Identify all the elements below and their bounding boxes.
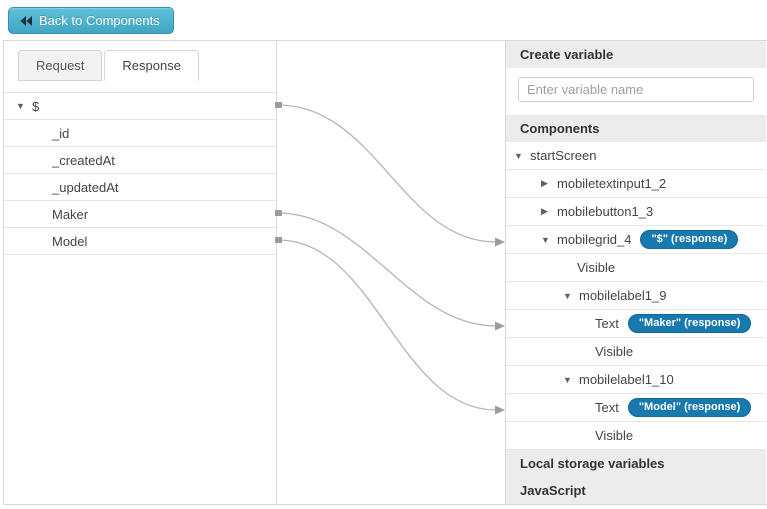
request-response-tabs: Request Response bbox=[4, 41, 276, 92]
tree-node-updatedat[interactable]: _updatedAt bbox=[4, 174, 276, 201]
tree-node-label: Text bbox=[595, 400, 619, 415]
tree-node-label: Visible bbox=[595, 428, 634, 443]
tree-node-label: Visible bbox=[577, 260, 616, 275]
tree-node-visible[interactable]: Visible bbox=[506, 254, 766, 282]
tree-node-label: Visible bbox=[595, 344, 634, 359]
tree-node-label: mobilelabel1_9 bbox=[579, 288, 667, 303]
tree-node-createdat[interactable]: _createdAt bbox=[4, 147, 276, 174]
tree-node-id[interactable]: _id bbox=[4, 120, 276, 147]
tree-node-label: _id bbox=[52, 125, 70, 141]
tree-node-label: _createdAt bbox=[52, 152, 115, 168]
back-button-label: Back to Components bbox=[39, 13, 160, 28]
tree-node-mobilelabel1-9[interactable]: ▼ mobilelabel1_9 bbox=[506, 282, 766, 310]
components-tree: ▼ startScreen ▶ mobiletextinput1_2 ▶ mob… bbox=[506, 142, 766, 450]
response-tree: ▼ $ _id _createdAt _updatedAt Maker Mode… bbox=[4, 92, 276, 255]
mapping-badge[interactable]: "Model" (response) bbox=[627, 398, 752, 417]
tree-node-label: Text bbox=[595, 316, 619, 331]
tree-node-maker[interactable]: Maker bbox=[4, 201, 276, 228]
tree-node-mobilegrid-4[interactable]: ▼ mobilegrid_4 "$" (response) bbox=[506, 226, 766, 254]
create-variable-header: Create variable bbox=[506, 41, 766, 68]
caret-right-icon[interactable]: ▶ bbox=[541, 206, 548, 216]
variable-name-input[interactable] bbox=[518, 77, 754, 102]
tree-node-root[interactable]: ▼ $ bbox=[4, 93, 276, 120]
mapping-container: Request Response ▼ $ _id _createdAt _upd… bbox=[3, 40, 767, 505]
tree-node-label: $ bbox=[32, 98, 40, 114]
caret-down-icon[interactable]: ▼ bbox=[541, 234, 550, 245]
caret-down-icon[interactable]: ▼ bbox=[16, 101, 25, 111]
mapping-canvas bbox=[277, 41, 506, 504]
tree-node-label: mobilebutton1_3 bbox=[557, 204, 654, 219]
tree-node-label: Maker bbox=[52, 206, 89, 222]
service-panel: Request Response ▼ $ _id _createdAt _upd… bbox=[4, 41, 277, 504]
tree-node-startscreen[interactable]: ▼ startScreen bbox=[506, 142, 766, 170]
tab-request[interactable]: Request bbox=[18, 50, 103, 81]
components-header: Components bbox=[506, 115, 766, 142]
caret-down-icon[interactable]: ▼ bbox=[514, 150, 523, 161]
tree-node-model[interactable]: Model bbox=[4, 228, 276, 255]
tree-node-label: _updatedAt bbox=[52, 179, 119, 195]
create-variable-area bbox=[506, 68, 766, 115]
javascript-header[interactable]: JavaScript bbox=[506, 477, 766, 504]
tree-node-label: startScreen bbox=[530, 148, 597, 163]
tree-node-visible[interactable]: Visible bbox=[506, 338, 766, 366]
tree-node-label: mobilegrid_4 bbox=[557, 232, 632, 247]
mapping-badge[interactable]: "Maker" (response) bbox=[627, 314, 752, 333]
tree-node-label: mobilelabel1_10 bbox=[579, 372, 674, 387]
tree-node-mobiletextinput1-2[interactable]: ▶ mobiletextinput1_2 bbox=[506, 170, 766, 198]
mapping-badge[interactable]: "$" (response) bbox=[640, 230, 739, 249]
target-panel: Create variable Components ▼ startScreen… bbox=[505, 41, 766, 504]
tree-node-text[interactable]: Text "Maker" (response) bbox=[506, 310, 766, 338]
caret-down-icon[interactable]: ▼ bbox=[563, 374, 572, 385]
tree-node-text[interactable]: Text "Model" (response) bbox=[506, 394, 766, 422]
back-to-components-button[interactable]: Back to Components bbox=[8, 7, 174, 34]
caret-right-icon[interactable]: ▶ bbox=[541, 178, 548, 188]
tree-node-label: mobiletextinput1_2 bbox=[557, 176, 667, 191]
caret-down-icon[interactable]: ▼ bbox=[563, 290, 572, 301]
accordion-sections: Local storage variables JavaScript bbox=[506, 450, 766, 504]
tree-node-visible[interactable]: Visible bbox=[506, 422, 766, 450]
local-storage-variables-header[interactable]: Local storage variables bbox=[506, 450, 766, 477]
tab-response[interactable]: Response bbox=[104, 50, 199, 81]
tree-node-mobilebutton1-3[interactable]: ▶ mobilebutton1_3 bbox=[506, 198, 766, 226]
tree-node-mobilelabel1-10[interactable]: ▼ mobilelabel1_10 bbox=[506, 366, 766, 394]
tree-node-label: Model bbox=[52, 233, 88, 249]
rewind-icon bbox=[19, 15, 33, 27]
